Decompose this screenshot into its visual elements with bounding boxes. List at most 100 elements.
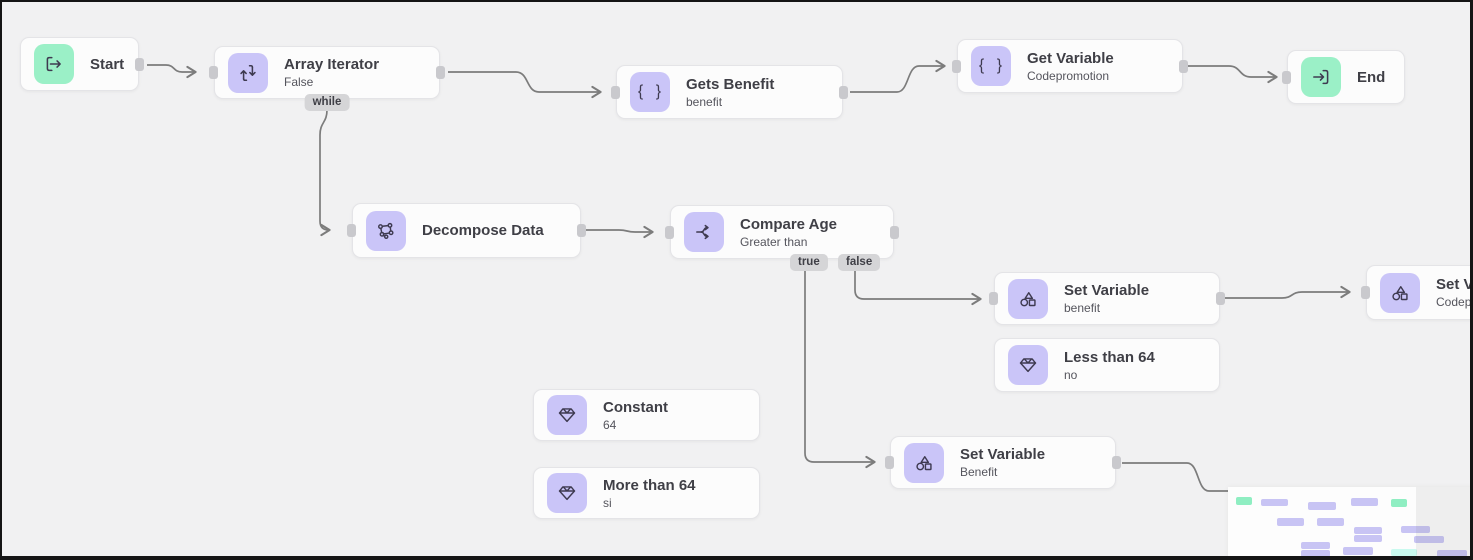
minimap-node [1437,550,1467,556]
edge-arrayiterator-getsbenefit [448,71,602,99]
shapes-icon [1008,278,1048,319]
start-icon [34,44,74,84]
output-handle[interactable] [577,224,586,237]
node-title: Set Variable [1064,282,1150,299]
node-title: Decompose Data [422,222,544,239]
input-handle[interactable] [1282,70,1291,84]
node-title: Array Iterator [284,56,380,73]
minimap-node [1308,502,1336,510]
edge-setvariable2-offscreen [1122,462,1234,492]
node-subtitle: no [1064,367,1078,382]
node-title: Start [90,55,125,73]
edge-decomposedata-compareage [586,225,654,239]
minimap-node [1301,550,1330,556]
minimap[interactable] [1228,487,1470,556]
input-handle[interactable] [347,224,356,237]
gem-icon [1008,345,1048,385]
minimap-node [1301,542,1330,549]
input-handle[interactable] [885,456,894,469]
node-less-than-64[interactable]: Less than 64 no [994,338,1220,392]
node-end[interactable]: End [1282,50,1405,104]
node-subtitle: 64 [603,417,617,432]
minimap-node [1391,499,1407,507]
edge-start-arrayiterator [147,64,197,79]
node-set-variable-benefit-2[interactable]: Set Variable Benefit [885,436,1121,489]
node-set-variable-benefit[interactable]: Set Variable benefit [989,272,1225,325]
node-title: Constant [603,398,668,416]
output-handle[interactable] [890,225,899,239]
minimap-node [1391,549,1417,556]
loop-icon [228,52,268,93]
node-start[interactable]: Start [20,37,144,91]
minimap-node [1236,497,1252,505]
output-handle[interactable] [1112,456,1121,469]
output-handle[interactable] [1179,59,1188,73]
output-handle[interactable] [1216,292,1225,305]
node-title: Get Variable [1027,49,1114,67]
node-title: End [1357,68,1386,86]
minimap-node [1354,535,1382,542]
node-title: Set Variable [960,446,1046,463]
input-handle[interactable] [1361,286,1370,299]
decompose-icon [366,210,406,251]
minimap-node [1317,518,1344,526]
node-decompose-data[interactable]: Decompose Data [347,203,586,258]
input-handle[interactable] [952,59,961,73]
node-subtitle: Greater than [740,234,808,249]
minimap-node [1414,536,1444,543]
node-subtitle: Codepromotion [1436,295,1470,309]
node-compare-age[interactable]: Compare Age Greater than true false [665,205,899,271]
edge-true-setvariable2 [804,270,876,469]
while-badge[interactable]: while [304,94,350,111]
end-icon [1301,57,1341,97]
node-gets-benefit[interactable]: { } Gets Benefit benefit [611,65,848,119]
node-subtitle: benefit [1064,301,1101,315]
input-handle[interactable] [611,85,620,99]
output-handle[interactable] [839,85,848,99]
output-handle[interactable] [135,57,144,71]
node-subtitle: Codepromotion [1027,68,1110,83]
input-handle[interactable] [989,292,998,305]
shapes-icon [1380,272,1420,313]
node-get-variable[interactable]: { } Get Variable Codepromotion [952,39,1188,93]
node-title: More than 64 [603,476,696,494]
branch-icon [684,212,724,252]
edge-false-setvariable [854,270,982,306]
edge-while-decomposedata [319,109,331,237]
edge-getsbenefit-getvariable [850,59,946,93]
node-title: Gets Benefit [686,75,775,93]
minimap-node [1351,498,1378,506]
braces-glyph: { } [637,83,666,100]
input-handle[interactable] [665,225,674,239]
minimap-node [1277,518,1304,526]
minimap-viewport-mask [1416,487,1470,556]
false-badge[interactable]: false [838,254,881,271]
node-title: Less than 64 [1064,348,1155,366]
braces-icon: { } [971,46,1011,86]
minimap-node [1343,547,1373,555]
node-subtitle: si [603,495,612,510]
node-array-iterator[interactable]: Array Iterator False while [209,46,445,111]
true-badge[interactable]: true [790,254,828,271]
node-subtitle: Benefit [960,465,998,479]
node-constant[interactable]: Constant 64 [533,389,760,441]
node-set-variable-codepromotion[interactable]: Set Variable Codepromotion [1361,265,1470,320]
minimap-node [1354,527,1382,534]
node-title: Set Variable [1436,276,1470,293]
minimap-node [1401,526,1430,533]
node-subtitle: False [284,75,314,89]
gem-icon [547,395,587,435]
braces-icon: { } [630,72,670,112]
node-more-than-64[interactable]: More than 64 si [533,467,760,519]
edge-setvariable-setvariablecodepromotion [1225,285,1351,299]
shapes-icon [904,442,944,483]
gem-icon [547,473,587,513]
edge-getvariable-end [1185,65,1278,84]
minimap-node [1261,499,1288,506]
input-handle[interactable] [209,66,218,79]
node-title: Compare Age [740,215,837,233]
node-subtitle: benefit [686,94,723,109]
output-handle[interactable] [436,66,445,79]
